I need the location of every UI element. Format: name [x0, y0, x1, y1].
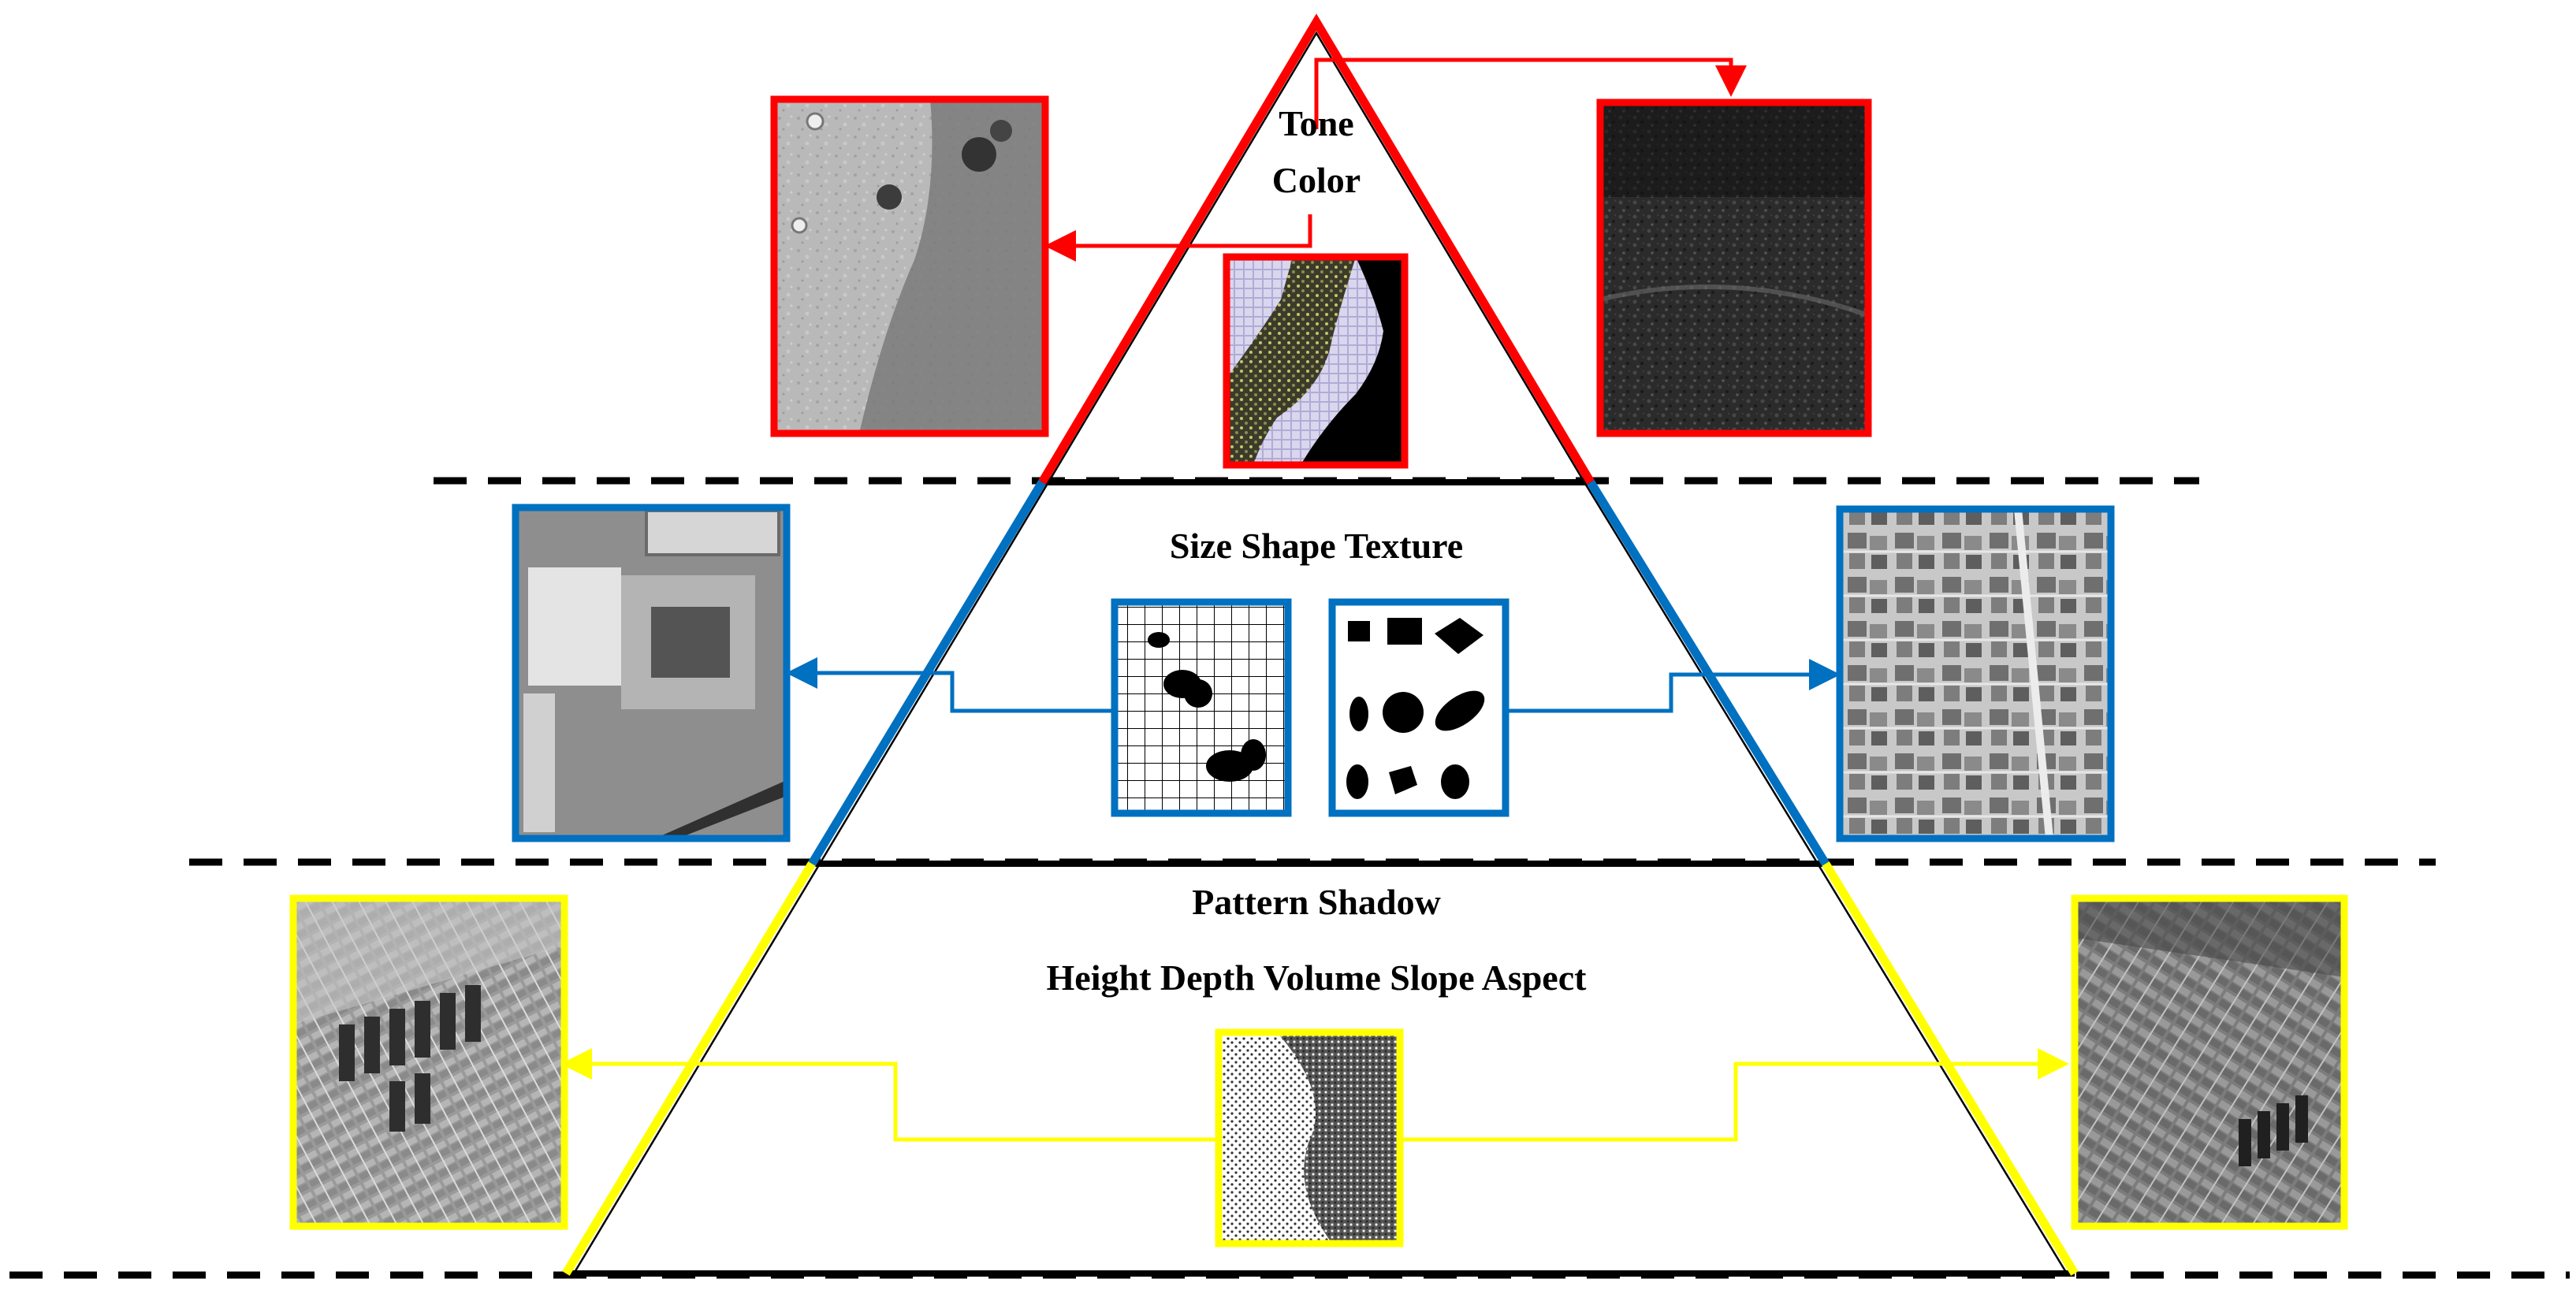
aerial-field-pattern-photo-left: [289, 894, 568, 1230]
label-tone: Tone: [1279, 103, 1353, 143]
aerial-industrial-building-photo: [512, 504, 791, 842]
arrow-yellow-left: [560, 1048, 1219, 1142]
label-size-shape-texture: Size Shape Texture: [1170, 526, 1463, 566]
pyramid-side-yellow-left: [562, 861, 816, 1276]
label-pattern-shadow: Pattern Shadow: [1192, 882, 1441, 922]
arrow-yellow-right: [1402, 1048, 2069, 1142]
aerial-grayscale-field-photo: [770, 95, 1049, 437]
label-color: Color: [1272, 160, 1361, 200]
arrow-blue-left: [786, 657, 1113, 713]
black-shapes-example: [1328, 598, 1509, 817]
pyramid-side-red: [1038, 13, 1595, 485]
grid-blob-texture-example: [1111, 598, 1292, 817]
arrow-blue-right: [1506, 659, 1841, 713]
label-height-depth-volume: Height Depth Volume Slope Aspect: [1047, 957, 1588, 998]
arrow-red-left: [1044, 214, 1312, 262]
aerial-field-pattern-photo-right: [2071, 894, 2348, 1230]
dark-textured-aerial-photo: [1596, 99, 1872, 437]
connector-arrows: [560, 58, 2069, 1142]
pyramid-side-yellow-right: [1822, 861, 2079, 1276]
arrow-red-right: [1314, 58, 1747, 129]
aerial-urban-houses-photo: [1836, 505, 2115, 842]
level-divider-lines: [9, 477, 2570, 1279]
stipple-tone-example: [1223, 253, 1409, 469]
stipple-pattern-example: [1215, 1028, 1404, 1247]
